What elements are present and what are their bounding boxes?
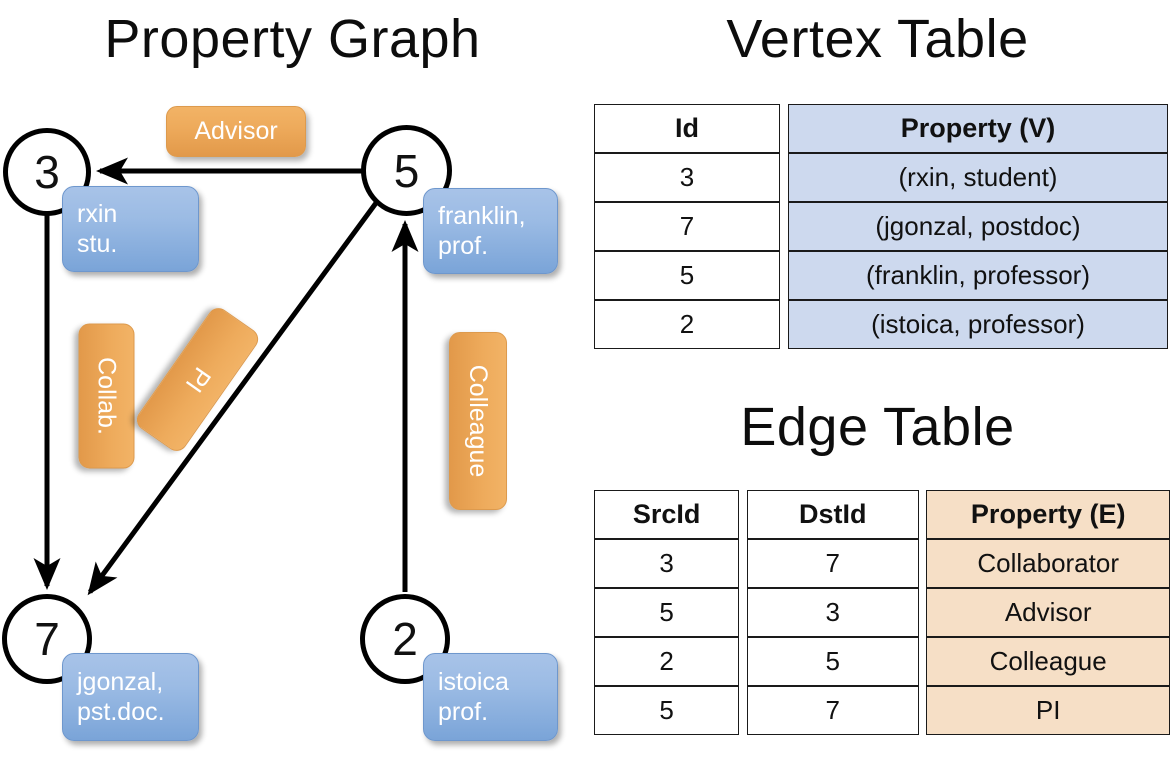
node-property-rxin-line1: rxin bbox=[77, 199, 118, 228]
edge-label-collab-text: Collab. bbox=[92, 357, 121, 435]
node-property-box-franklin: franklin, prof. bbox=[423, 188, 558, 274]
node-property-rxin-line2: stu. bbox=[77, 230, 118, 258]
table-row[interactable]: 3 7 Collaborator bbox=[594, 539, 1170, 588]
table-column-gap bbox=[780, 153, 788, 202]
vertex-row-2-id: 5 bbox=[594, 251, 780, 300]
vertex-table-header-row: Id Property (V) bbox=[594, 104, 1168, 153]
edge-label-pi-text: PI bbox=[179, 362, 217, 398]
table-column-gap bbox=[739, 686, 747, 735]
edge-label-colleague-text: Colleague bbox=[464, 364, 493, 478]
edge-row-3-dst: 7 bbox=[747, 686, 919, 735]
edge-row-0-property: Collaborator bbox=[926, 539, 1170, 588]
vertex-row-3-property: (istoica, professor) bbox=[788, 300, 1168, 349]
page-title-property-graph: Property Graph bbox=[104, 9, 481, 69]
table-column-gap bbox=[780, 104, 788, 153]
vertex-row-3-id: 2 bbox=[594, 300, 780, 349]
vertex-row-0-property: (rxin, student) bbox=[788, 153, 1168, 202]
table-column-gap bbox=[739, 539, 747, 588]
edge-table-header-srcid: SrcId bbox=[594, 490, 740, 539]
node-property-istoica-line2: prof. bbox=[438, 698, 489, 726]
vertex-row-1-property: (jgonzal, postdoc) bbox=[788, 202, 1168, 251]
edge-row-1-dst: 3 bbox=[747, 588, 919, 637]
table-column-gap bbox=[739, 637, 747, 686]
table-row[interactable]: 5 7 PI bbox=[594, 686, 1170, 735]
edge-row-2-property: Colleague bbox=[926, 637, 1170, 686]
vertex-table-header-id: Id bbox=[594, 104, 780, 153]
edge-table-header-row: SrcId DstId Property (E) bbox=[594, 490, 1170, 539]
vertex-table: Id Property (V) 3 (rxin, student) 7 (jgo… bbox=[594, 104, 1168, 349]
table-column-gap bbox=[780, 251, 788, 300]
graph-node-5[interactable]: 5 bbox=[361, 125, 452, 216]
graph-node-2[interactable]: 2 bbox=[360, 594, 450, 684]
node-property-istoica-line1: istoica bbox=[438, 667, 509, 696]
page-title-vertex-table: Vertex Table bbox=[726, 9, 1029, 69]
edge-row-2-dst: 5 bbox=[747, 637, 919, 686]
table-column-gap bbox=[919, 686, 927, 735]
edge-table-header-dstid: DstId bbox=[747, 490, 919, 539]
edge-row-0-dst: 7 bbox=[747, 539, 919, 588]
edge-table: SrcId DstId Property (E) 3 7 Collaborato… bbox=[594, 490, 1170, 735]
node-property-box-istoica: istoica prof. bbox=[423, 653, 558, 741]
table-column-gap bbox=[739, 588, 747, 637]
table-column-gap bbox=[739, 490, 747, 539]
vertex-row-1-id: 7 bbox=[594, 202, 780, 251]
vertex-table-header-property: Property (V) bbox=[788, 104, 1168, 153]
edge-label-colleague: Colleague bbox=[449, 332, 507, 510]
edge-row-0-src: 3 bbox=[594, 539, 740, 588]
edge-row-1-property: Advisor bbox=[926, 588, 1170, 637]
node-property-box-rxin: rxin stu. bbox=[62, 186, 199, 272]
edge-table-header-property: Property (E) bbox=[926, 490, 1170, 539]
vertex-row-0-id: 3 bbox=[594, 153, 780, 202]
node-property-box-jgonzal: jgonzal, pst.doc. bbox=[62, 653, 199, 741]
edge-label-advisor: Advisor bbox=[166, 106, 306, 157]
edge-label-collab: Collab. bbox=[78, 323, 135, 469]
edge-arrow-5-to-7 bbox=[87, 201, 379, 596]
table-row[interactable]: 7 (jgonzal, postdoc) bbox=[594, 202, 1168, 251]
graph-edges-svg bbox=[33, 157, 419, 596]
edge-label-advisor-text: Advisor bbox=[194, 117, 278, 145]
table-row[interactable]: 5 3 Advisor bbox=[594, 588, 1170, 637]
table-column-gap bbox=[919, 588, 927, 637]
table-row[interactable]: 2 5 Colleague bbox=[594, 637, 1170, 686]
graph-node-3-label: 3 bbox=[34, 146, 60, 198]
table-column-gap bbox=[919, 490, 927, 539]
table-row[interactable]: 5 (franklin, professor) bbox=[594, 251, 1168, 300]
graph-node-5-label: 5 bbox=[393, 144, 420, 197]
edge-row-2-src: 2 bbox=[594, 637, 740, 686]
edge-row-3-src: 5 bbox=[594, 686, 740, 735]
table-column-gap bbox=[780, 300, 788, 349]
graph-node-7-label: 7 bbox=[34, 613, 60, 665]
edge-row-1-src: 5 bbox=[594, 588, 740, 637]
edge-row-3-property: PI bbox=[926, 686, 1170, 735]
vertex-row-2-property: (franklin, professor) bbox=[788, 251, 1168, 300]
table-row[interactable]: 3 (rxin, student) bbox=[594, 153, 1168, 202]
page-title-edge-table: Edge Table bbox=[740, 397, 1015, 457]
node-property-franklin-line2: prof. bbox=[438, 232, 489, 260]
property-graph-diagram: 3 5 7 2 rxin stu. franklin, prof. jgonza… bbox=[2, 106, 558, 741]
node-property-jgonzal-line1: jgonzal, bbox=[77, 667, 164, 696]
table-column-gap bbox=[919, 637, 927, 686]
table-row[interactable]: 2 (istoica, professor) bbox=[594, 300, 1168, 349]
edge-label-collab-inner: Collab. bbox=[93, 357, 121, 435]
table-column-gap bbox=[919, 539, 927, 588]
node-property-franklin-line1: franklin, bbox=[438, 201, 526, 230]
graph-node-2-label: 2 bbox=[392, 613, 418, 665]
node-property-jgonzal-line2: pst.doc. bbox=[77, 698, 165, 726]
table-column-gap bbox=[780, 202, 788, 251]
